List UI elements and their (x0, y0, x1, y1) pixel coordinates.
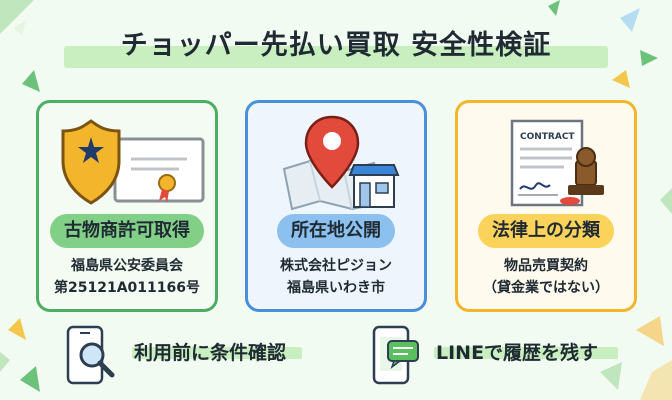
license-authority: 福島県公安委員会 (71, 258, 183, 274)
map-shop-icon (282, 115, 400, 211)
title-highlight (64, 46, 608, 68)
card-location: 所在地公開 株式会社ピジョン 福島県いわき市 (245, 100, 427, 312)
contract-text: CONTRACT (520, 132, 575, 142)
tip-highlight (132, 347, 302, 359)
license-label: 古物商許可取得 (50, 214, 204, 248)
license-number: 第25121A011166号 (54, 280, 200, 296)
not-money-lending: （貸金業ではない） (483, 280, 609, 296)
badge-certificate-icon (61, 119, 205, 205)
legal-label: 法律上の分類 (478, 214, 614, 248)
phone-chat-icon (372, 325, 419, 385)
card-license: 古物商許可取得 福島県公安委員会 第25121A011166号 (36, 100, 218, 312)
tip-check-terms-label: 利用前に条件確認 (134, 342, 287, 364)
contract-type: 物品売買契約 (504, 258, 588, 274)
tip-check-terms: 利用前に条件確認 (52, 325, 312, 385)
tip-line-history: LINEで履歴を残す (364, 325, 634, 385)
card-legal: CONTRACT 法律上の分類 物品売買契約 （貸金業ではない） (455, 100, 637, 312)
tip-highlight (434, 347, 618, 359)
contract-stamp-icon: CONTRACT (510, 119, 604, 207)
company-name: 株式会社ピジョン (280, 258, 392, 274)
tip-line-history-label: LINEで履歴を残す (436, 342, 599, 364)
phone-magnifier-icon (66, 325, 115, 385)
location-label: 所在地公開 (277, 214, 395, 248)
company-city: 福島県いわき市 (287, 280, 385, 296)
page-title: チョッパー先払い買取 安全性検証 (120, 30, 552, 61)
